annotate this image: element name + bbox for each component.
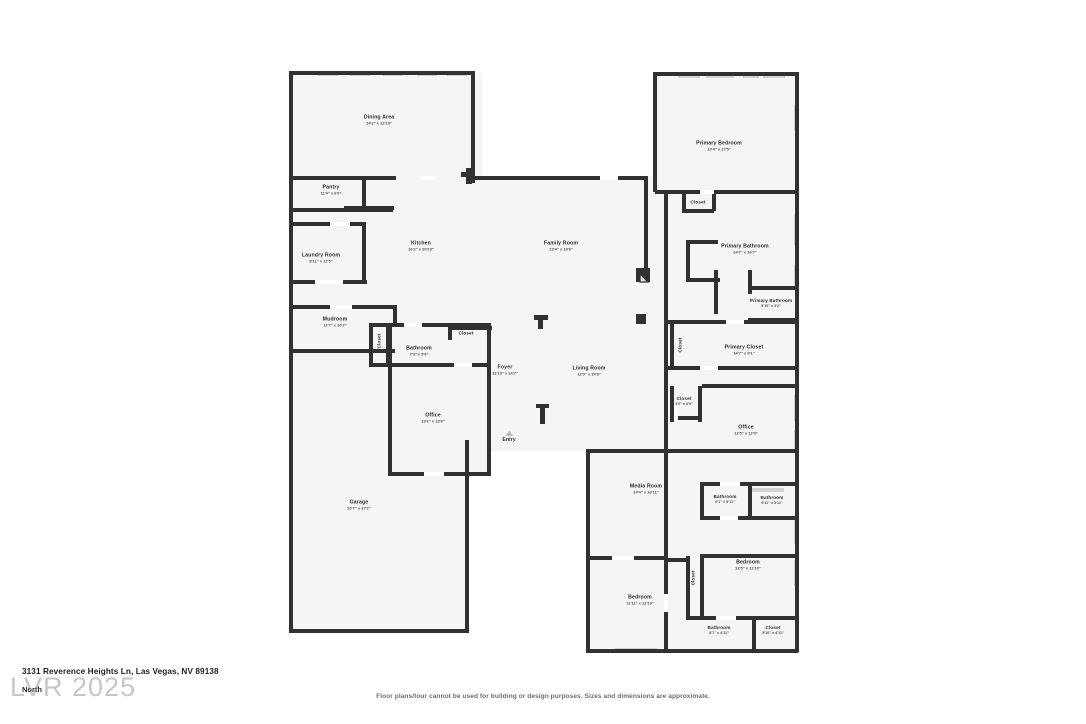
disclaimer-text: Floor plans/tour cannot be used for buil… — [376, 693, 710, 700]
walls — [289, 71, 799, 653]
room-fills — [291, 73, 797, 651]
door-openings — [316, 176, 744, 620]
fixtures — [639, 272, 650, 283]
property-address: 3131 Reverence Heights Ln, Las Vegas, NV… — [22, 667, 219, 676]
north-indicator-label: North — [22, 685, 42, 694]
footer: 3131 Reverence Heights Ln, Las Vegas, NV… — [0, 664, 1086, 724]
